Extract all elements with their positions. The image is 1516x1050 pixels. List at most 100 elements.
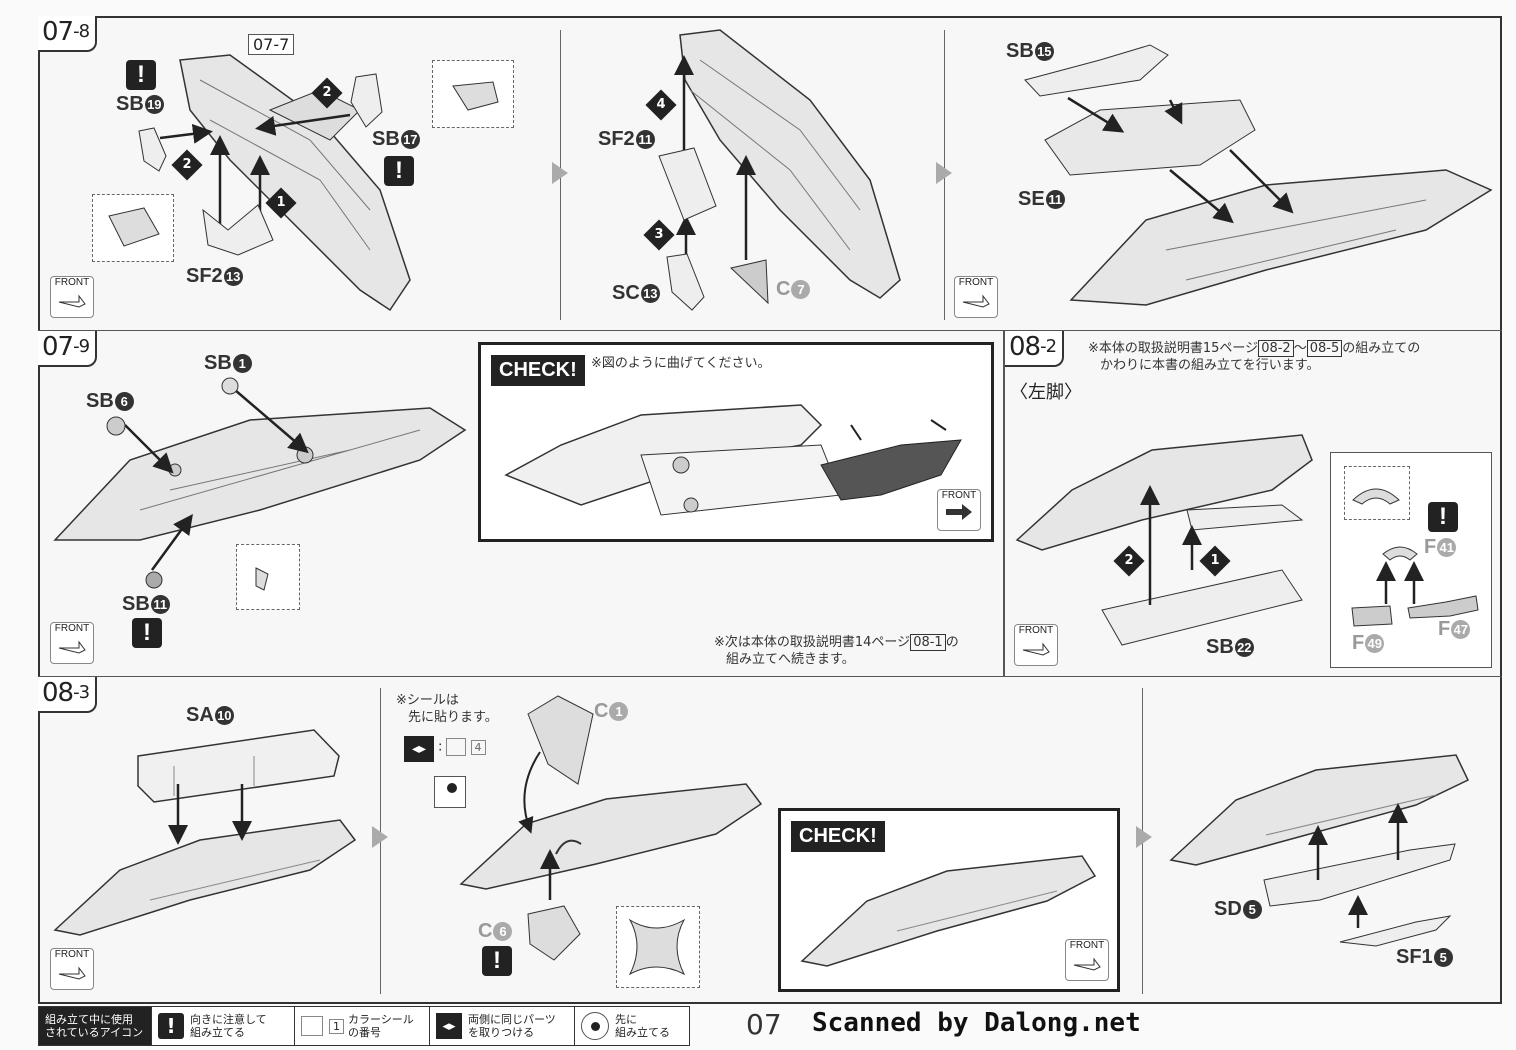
leg-assembly-illustration (1015, 434, 1313, 646)
both-sides-icon: ◂▸ (436, 1013, 462, 1039)
part-body-upper (1044, 99, 1256, 176)
assembly-arrows (518, 751, 560, 900)
part-f47 (1407, 595, 1479, 619)
color-sticker-ref: : 4 (438, 738, 486, 756)
small-part-sb6 (106, 416, 126, 436)
legend-item-warning: ! 向きに注意して組み立てる (152, 1007, 295, 1045)
order-marker-2: 2 (1113, 545, 1145, 577)
part-sb15 (1024, 44, 1169, 97)
scan-credit: Scanned by Dalong.net (812, 1008, 1141, 1038)
warning-icon: ! (158, 1013, 184, 1039)
legend-item-assemble-first: 先に組み立てる (575, 1007, 689, 1045)
assembly-arrows (168, 784, 252, 845)
page-number: 07 (746, 1008, 782, 1041)
order-marker-1: 1 (265, 187, 297, 219)
front-orientation-icon: FRONT (1065, 939, 1109, 981)
part-sf2-13 (202, 204, 274, 256)
legend-heading: 組み立て中に使用されているアイコン (39, 1007, 152, 1045)
check-box-bend: CHECK! ※図のように曲げてください。 FRONT (478, 342, 994, 542)
next-arrow-icon (372, 826, 388, 848)
assembly-arrows (1308, 803, 1408, 928)
front-orientation-icon: FRONT (50, 948, 94, 990)
leg-bend-illustration (504, 404, 962, 516)
both-sides-icon: ◂▸ (404, 736, 434, 762)
part-detail-shape (628, 918, 686, 976)
assembly-arrows (124, 389, 309, 571)
small-part-sb1 (221, 377, 239, 395)
warning-icon: ! (126, 60, 156, 90)
part-sf2-11 (658, 147, 717, 221)
front-orientation-icon: FRONT (1014, 624, 1058, 666)
warning-icon: ! (384, 156, 414, 186)
step-07-8-tag: 07-8 (38, 16, 98, 52)
step-07-9-tag: 07-9 (38, 331, 98, 367)
check-badge: CHECK! (491, 355, 585, 386)
order-marker-1: 1 (1199, 545, 1231, 577)
check-note: ※図のように曲げてください。 (591, 356, 771, 371)
small-part-sb19 (138, 127, 167, 172)
assembly-arrows (1376, 561, 1424, 604)
order-marker-3: 3 (643, 219, 675, 251)
leg-assembly-illustration (53, 819, 357, 936)
part-detail-shape (108, 207, 160, 247)
legend-item-both-sides: ◂▸ 両側に同じパーツを取りつける (430, 1007, 575, 1045)
part-f49 (1351, 605, 1393, 627)
check-badge: CHECK! (791, 821, 885, 852)
part-detail-shape (452, 81, 499, 111)
part-sc13 (666, 253, 705, 311)
part-detail-shape (255, 567, 269, 591)
part-detail-shape (1352, 488, 1400, 505)
step-08-3-panel: 08-3 (38, 676, 1502, 1004)
step-07-8-panel: 07-8 (38, 16, 1502, 330)
warning-icon: ! (1428, 502, 1458, 532)
step-08-2-tag: 08-2 (1005, 331, 1065, 367)
step-08-2-panel: 08-2 (1004, 330, 1502, 676)
small-part-sb11 (145, 571, 163, 589)
leg-check-illustration (800, 855, 1097, 967)
order-marker-4: 4 (645, 89, 677, 121)
small-part-sb17 (350, 73, 383, 128)
order-marker-2: 2 (171, 149, 203, 181)
next-arrow-icon (936, 162, 952, 184)
step-08-3-tag: 08-3 (38, 677, 98, 713)
left-leg-label: 〈左脚〉 (1010, 382, 1082, 403)
leg-assembly-illustration (459, 783, 763, 890)
next-arrow-icon (1136, 826, 1152, 848)
wing-part-illustration (679, 29, 901, 299)
order-marker-2: 2 (311, 77, 343, 109)
wing-part-illustration (1069, 169, 1493, 306)
assemble-first-icon (581, 1012, 609, 1040)
icon-legend: 組み立て中に使用されているアイコン ! 向きに注意して組み立てる 1 カラーシー… (38, 1006, 690, 1046)
part-c6 (527, 905, 581, 961)
front-orientation-icon: FRONT (50, 276, 94, 318)
step-07-9-panel: 07-9 (38, 330, 1004, 676)
next-arrow-icon (552, 162, 568, 184)
part-f41 (1382, 546, 1418, 561)
part-detail-box (236, 544, 300, 610)
front-orientation-icon: FRONT (954, 276, 998, 318)
check-box-leg: CHECK! FRONT (778, 808, 1120, 992)
leg-assembly-illustration (1169, 754, 1470, 866)
part-c1 (527, 695, 594, 785)
warning-icon: ! (482, 946, 512, 976)
